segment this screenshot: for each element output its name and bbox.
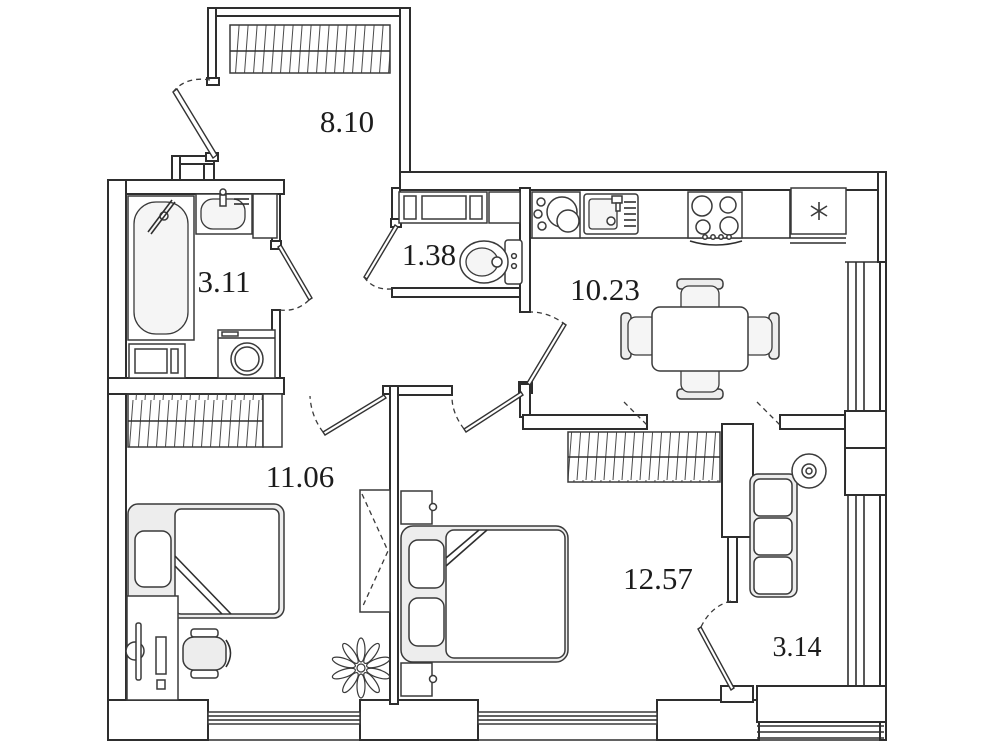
fridge-icon (810, 202, 828, 220)
room-label-living: 12.57 (623, 561, 693, 596)
storage-shelves (398, 191, 521, 224)
toilet (459, 239, 523, 285)
sofa (749, 473, 798, 598)
plant-icon (331, 637, 391, 699)
room-labels: 8.10 3.11 1.38 10.23 11.06 12.57 3.14 (197, 104, 821, 663)
cooktop (687, 191, 743, 246)
room-bathroom (127, 188, 278, 379)
entrance-door (172, 77, 220, 162)
double-bed (400, 490, 569, 697)
water-drop-icon (536, 197, 546, 207)
door-swing-arc (172, 78, 211, 93)
room-label-balcony: 3.14 (773, 632, 822, 663)
bedroom-door (309, 394, 387, 436)
room-hallway (229, 24, 391, 74)
single-bed (127, 503, 285, 619)
balcony-door (697, 600, 735, 692)
pillow (408, 597, 445, 647)
exterior-walls (107, 7, 887, 741)
tall-cabinet (359, 489, 391, 613)
window-living-room (477, 711, 658, 725)
room-wc (398, 191, 523, 285)
pillow (408, 539, 445, 589)
wardrobe-living (567, 431, 721, 483)
room-kitchen (529, 187, 847, 400)
monitor-icon (135, 622, 142, 681)
faucet-icon (219, 194, 227, 207)
room-label-bathroom: 3.11 (197, 264, 250, 299)
dining-set (620, 278, 780, 400)
washing-machine (217, 329, 276, 379)
faucet-icon (611, 195, 623, 204)
office-chair (182, 628, 232, 679)
doors (172, 77, 735, 692)
living-room-door (451, 391, 524, 433)
refrigerator (790, 187, 847, 244)
kitchen-door (526, 311, 567, 386)
kitchen-sink (583, 193, 639, 235)
window-bedroom (207, 711, 361, 725)
room-label-hallway: 8.10 (320, 104, 374, 139)
wc-door (363, 218, 402, 290)
room-label-kitchen: 10.23 (570, 272, 640, 307)
pillow (134, 530, 172, 588)
room-living (400, 431, 721, 697)
balcony-glazing (757, 495, 884, 739)
burner-icon (691, 195, 713, 217)
bathroom-door (270, 240, 313, 311)
vent-shaft (844, 447, 887, 496)
window-kitchen-bay (845, 261, 886, 412)
wardrobe-hallway (229, 24, 391, 74)
room-label-wc: 1.38 (402, 237, 456, 272)
windows (207, 261, 886, 739)
dining-table (651, 306, 749, 372)
round-table (791, 453, 827, 489)
room-label-bedroom: 11.06 (266, 459, 335, 494)
nightstand (400, 662, 433, 697)
nightstand (400, 490, 433, 525)
mouse-icon (156, 679, 166, 690)
wardrobe-bedroom (127, 393, 283, 448)
keyboard-icon (155, 636, 167, 675)
bathroom-sink (195, 188, 253, 235)
bathtub (127, 195, 195, 341)
desk (125, 595, 179, 701)
dish-rack (531, 191, 581, 239)
door-leaf (172, 87, 218, 160)
room-bedroom (125, 393, 391, 701)
low-cabinet (128, 343, 186, 379)
bathroom-cabinet (252, 193, 278, 239)
room-balcony (749, 453, 827, 598)
